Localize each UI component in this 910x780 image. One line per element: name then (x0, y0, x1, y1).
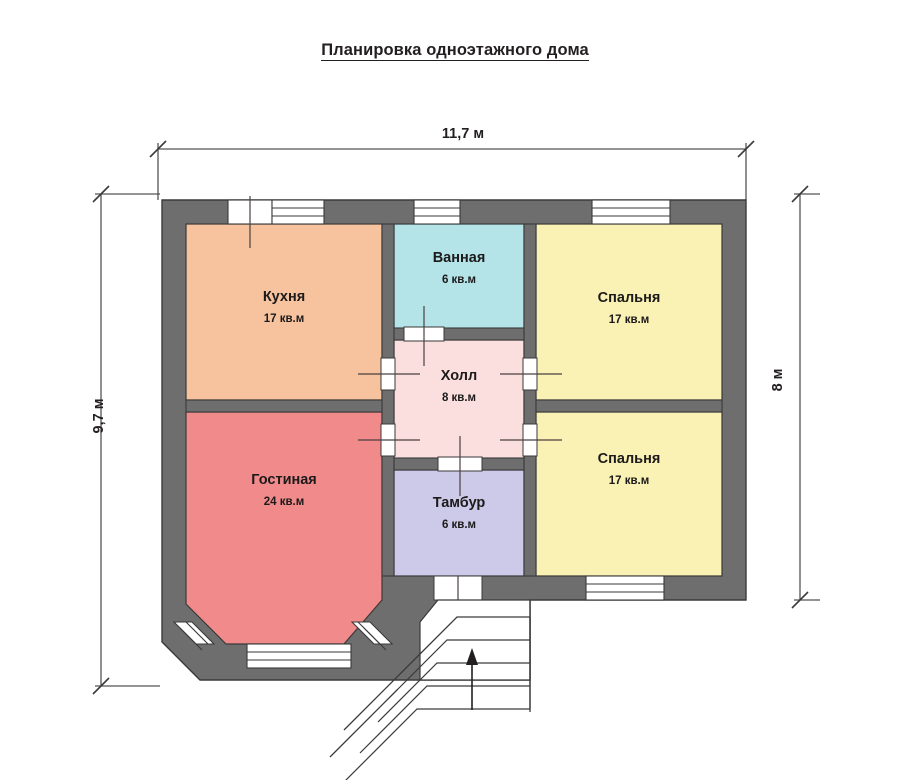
page-title-text: Планировка одноэтажного дома (321, 41, 589, 61)
room-hall-fill (393, 339, 525, 465)
dimension-label-right: 8 м (770, 368, 786, 392)
room-bathroom-fill (393, 223, 525, 335)
windows (172, 199, 671, 669)
dimension-top (149, 140, 755, 200)
door-livingroom-hall (358, 423, 420, 457)
page-title: Планировка одноэтажного дома (0, 41, 910, 61)
window-livingroom-bottom (246, 643, 352, 669)
window-livingroom-right-chamfer (350, 621, 394, 651)
window-livingroom-left-chamfer (172, 621, 216, 651)
room-bedroom1-fill (535, 223, 723, 401)
dimension-left (92, 185, 160, 695)
dimension-label-top: 11,7 м (441, 126, 485, 142)
door-entrance (433, 575, 483, 630)
dimension-label-left: 9,7 м (91, 398, 107, 434)
room-livingroom-fill (185, 411, 383, 645)
door-hall-vestibule (437, 436, 483, 496)
door-hall-bedroom2 (500, 423, 562, 457)
door-hall-bedroom1 (500, 357, 562, 391)
door-bathroom-hall (403, 306, 445, 366)
window-bathroom-top (413, 199, 461, 225)
porch-stairs (329, 599, 531, 780)
dimension-right (791, 185, 820, 609)
room-bedroom2-fill (535, 411, 723, 577)
door-kitchen-hall (358, 357, 420, 391)
window-kitchen-b (271, 199, 325, 225)
window-bedroom1-top (591, 199, 671, 225)
window-bedroom2-bottom (585, 575, 665, 601)
interior-walls (185, 223, 723, 577)
room-vestibule-fill (393, 469, 525, 577)
doors (249, 196, 562, 630)
stair-treads (345, 639, 530, 780)
stair-up-arrow (466, 648, 478, 710)
room-kitchen-fill (185, 223, 383, 401)
